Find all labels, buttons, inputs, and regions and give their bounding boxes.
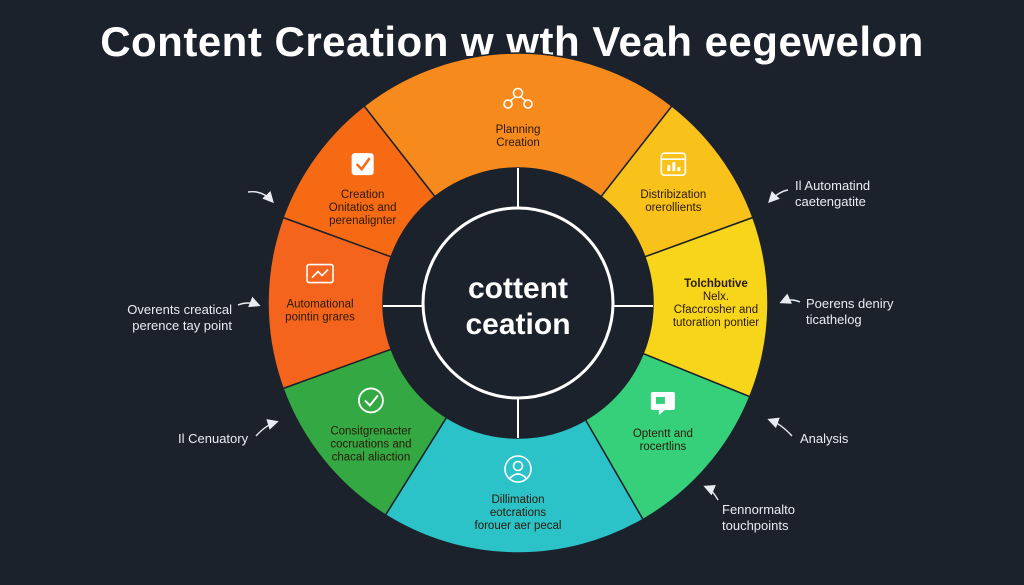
segment-label-dillimation: forouer aer pecal xyxy=(475,520,562,532)
segment-label-distribution: Distribization xyxy=(640,189,706,201)
side-label-line: ticathelog xyxy=(806,312,862,327)
segment-label-distribution: orerollients xyxy=(645,202,701,214)
arrow-fennormalto xyxy=(703,485,719,501)
center-title-line1: cottent xyxy=(468,272,568,305)
segment-label-dillimation: eotcrations xyxy=(490,507,547,519)
side-label-line: caetengatite xyxy=(795,194,866,209)
people-network-icon xyxy=(503,87,533,109)
segment-label-consit: cocruations and xyxy=(330,438,411,450)
side-label-line: Poerens deniry xyxy=(806,296,894,311)
side-label-line: perence tay point xyxy=(132,318,232,333)
segment-label-dillimation: Dillimation xyxy=(491,494,544,506)
arrow-analysis xyxy=(767,417,793,437)
segment-label-touchpoints: tutoration pontier xyxy=(673,317,759,329)
calendar-chart-icon xyxy=(660,152,687,176)
segment-label-automational: pointin grares xyxy=(285,312,355,324)
segment-label-touchpoints: Nelx. xyxy=(703,291,729,303)
arrow-overents xyxy=(237,296,261,308)
chat-screen-icon xyxy=(650,391,675,415)
segment-label-planning: Planning xyxy=(496,124,541,136)
side-label-analysis: Analysis xyxy=(800,431,848,447)
arrow-top-left xyxy=(247,191,274,204)
center-title-line2: ceation xyxy=(465,308,570,341)
person-icon xyxy=(504,455,532,483)
check-circle-icon xyxy=(358,387,384,414)
side-label-cenuatory: Il Cenuatory xyxy=(178,431,248,447)
segment-label-creation: Onitatios and xyxy=(329,202,397,214)
segment-label-consit: chacal aliaction xyxy=(332,451,411,463)
side-label-line: Analysis xyxy=(800,431,849,446)
side-label-line: Il Automatind xyxy=(795,178,871,193)
segment-label-touchpoints: Tolchbutive xyxy=(684,278,748,290)
side-label-line: Fennormalto xyxy=(722,502,795,517)
segment-label-optents: Optentt and xyxy=(633,428,693,440)
segment-label-consit: Consitgrenacter xyxy=(330,425,411,437)
segment-label-optents: rocertlins xyxy=(640,441,687,453)
side-label-line: Overents creatical xyxy=(127,302,232,317)
side-label-line: Il Cenuatory xyxy=(178,431,249,446)
segment-label-creation: perenalignter xyxy=(329,215,396,227)
segment-label-automational: Automational xyxy=(286,299,353,311)
arrow-cenuatory xyxy=(255,419,279,437)
arrow-poerens xyxy=(779,293,801,304)
segment-label-touchpoints: Cfaccrosher and xyxy=(674,304,758,316)
segment-label-planning: Creation xyxy=(496,137,539,149)
chart-line-icon xyxy=(306,263,334,284)
arrow-automatind xyxy=(768,189,789,204)
checkbox-icon xyxy=(351,153,374,176)
segment-label-creation: Creation xyxy=(341,189,384,201)
side-label-line: touchpoints xyxy=(722,518,789,533)
